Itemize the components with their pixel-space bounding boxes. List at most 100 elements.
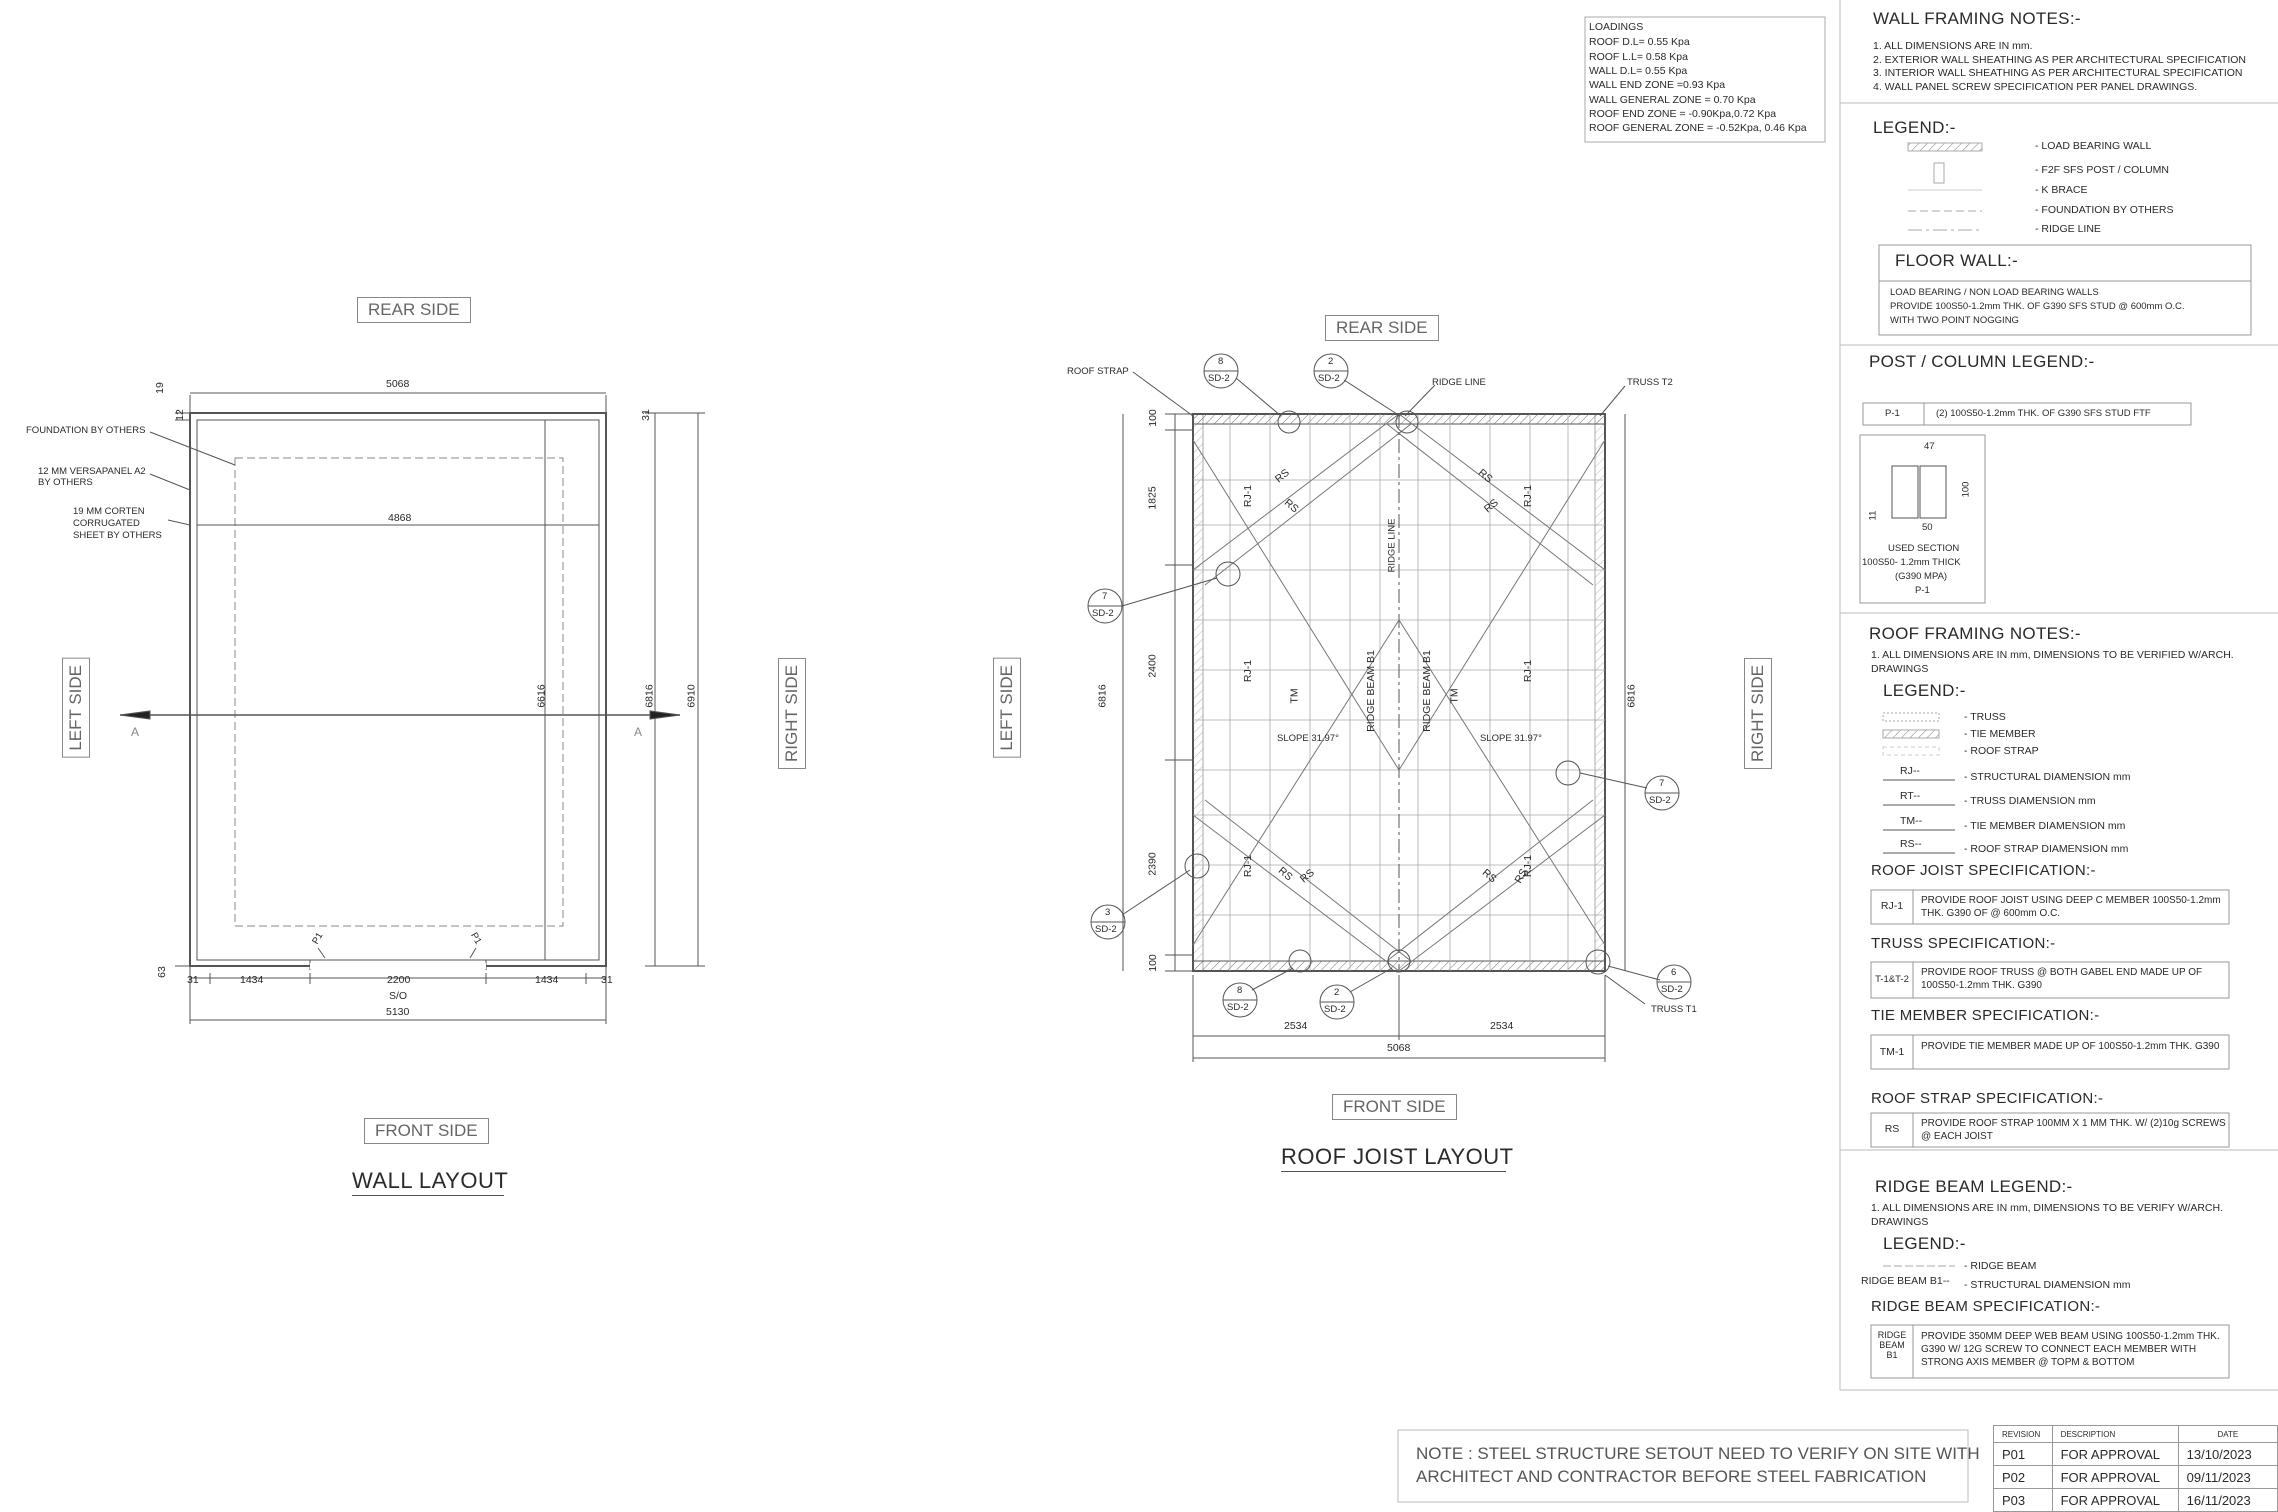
wall-dim-top: 5068 <box>386 378 410 390</box>
roof-dim-100-bottom: 100 <box>1146 954 1159 972</box>
ridge-beam-code-line: RIDGE <box>1877 1330 1907 1340</box>
wall-dim-31-right: 31 <box>639 409 652 421</box>
ridge-beam-code-line: B1 <box>1886 1350 1898 1360</box>
wall-dim-b31b: 31 <box>601 974 613 986</box>
ridge-beam-code-line: BEAM <box>1879 1340 1905 1350</box>
post-section-text: USED SECTION <box>1888 543 1960 554</box>
post-dim-50: 50 <box>1922 522 1933 533</box>
slope-left-label: SLOPE 31.97° <box>1277 733 1339 744</box>
section-mark-a-right: A <box>634 725 643 739</box>
roof-joist-spec-code: RJ-1 <box>1880 900 1904 912</box>
revision-date: 16/11/2023 <box>2177 1488 2278 1512</box>
revision-code: P01 <box>1993 1442 2053 1466</box>
loading-line: ROOF END ZONE = -0.90Kpa,0.72 Kpa <box>1589 108 1777 120</box>
roof-dim-2390: 2390 <box>1146 852 1159 876</box>
corten-note-1: 19 MM CORTEN <box>73 506 145 517</box>
ridge-legend-title: LEGEND:- <box>1883 1234 1966 1253</box>
foundation-note: FOUNDATION BY OTHERS <box>26 425 146 436</box>
roof-rear-side-label: REAR SIDE <box>1325 315 1439 341</box>
loading-line: ROOF L.L= 0.58 Kpa <box>1589 51 1688 63</box>
loading-line: ROOF GENERAL ZONE = -0.52Kpa, 0.46 Kpa <box>1589 122 1807 134</box>
dim-legend-text: - STRUCTURAL DIAMENSION mm <box>1964 771 2131 783</box>
roof-framing-note: DRAWINGS <box>1871 663 1929 675</box>
revision-table: REVISION DESCRIPTION DATE P01 FOR APPROV… <box>1993 1425 2278 1512</box>
wall-title-underline <box>352 1195 504 1196</box>
wall-right-side-label: RIGHT SIDE <box>778 658 806 769</box>
revision-header-row: REVISION DESCRIPTION DATE <box>1993 1425 2278 1443</box>
loading-line: WALL GENERAL ZONE = 0.70 Kpa <box>1589 94 1756 106</box>
wall-rear-side-label: REAR SIDE <box>357 297 471 323</box>
revision-date: 13/10/2023 <box>2177 1442 2278 1466</box>
roof-legend-item: - ROOF STRAP <box>1964 745 2039 757</box>
ridge-beam-b1-right-label: RIDGE BEAM B1 <box>1420 650 1433 732</box>
wall-dim-b31a: 31 <box>187 974 199 986</box>
roof-dim-5068: 5068 <box>1387 1042 1411 1054</box>
table-row: P01 FOR APPROVAL 13/10/2023 <box>1993 1442 2278 1466</box>
revision-desc: FOR APPROVAL <box>2051 1465 2179 1489</box>
roof-joist-spec-desc: PROVIDE ROOF JOIST USING DEEP C MEMBER 1… <box>1921 895 2221 919</box>
ridge-beam-note: 1. ALL DIMENSIONS ARE IN mm, DIMENSIONS … <box>1871 1202 2224 1214</box>
post-dim-100: 100 <box>1960 481 1972 498</box>
ridge-line-vertical-label: RIDGE LINE <box>1386 518 1398 573</box>
ridge-beam-b1-left-label: RIDGE BEAM B1 <box>1364 650 1377 732</box>
callout-ref: SD-2 <box>1318 373 1340 384</box>
callout-ref: SD-2 <box>1227 1002 1249 1013</box>
revision-header: DATE <box>2177 1425 2278 1443</box>
wall-dim-63: 63 <box>155 966 168 978</box>
revision-header: REVISION <box>1993 1425 2053 1443</box>
versapanel-note-1: 12 MM VERSAPANEL A2 <box>38 466 146 477</box>
roof-dim-2400: 2400 <box>1146 654 1159 678</box>
revision-code: P02 <box>1993 1465 2053 1489</box>
ridge-beam-spec-title: RIDGE BEAM SPECIFICATION:- <box>1871 1298 2101 1315</box>
roof-dim-2534-left: 2534 <box>1284 1020 1308 1032</box>
post-legend-title: POST / COLUMN LEGEND:- <box>1869 352 2095 371</box>
roof-strap-label: ROOF STRAP <box>1067 366 1129 377</box>
roof-dim-6816-left: 6816 <box>1096 684 1109 708</box>
post-code: P-1 <box>1885 408 1900 419</box>
wall-legend-title: LEGEND:- <box>1873 118 1956 137</box>
rj1-label: RJ-1 <box>1522 659 1535 683</box>
roof-strap-spec-code: RS <box>1884 1123 1900 1135</box>
wall-legend-item: - F2F SFS POST / COLUMN <box>2035 164 2169 176</box>
callout-num: 2 <box>1328 356 1334 367</box>
post-section-text: 100S50- 1.2mm THICK <box>1862 557 1961 568</box>
post-section-text: P-1 <box>1915 585 1930 596</box>
revision-desc: FOR APPROVAL <box>2051 1488 2179 1512</box>
section-mark-a-left: A <box>131 725 140 739</box>
wall-framing-notes-title: WALL FRAMING NOTES:- <box>1873 9 2081 28</box>
table-row: P02 FOR APPROVAL 09/11/2023 <box>1993 1465 2278 1489</box>
versapanel-note-2: BY OTHERS <box>38 477 93 488</box>
wall-dim-b1434b: 1434 <box>535 974 559 986</box>
wall-dim-12: 12 <box>173 409 186 421</box>
callout-ref: SD-2 <box>1649 795 1671 806</box>
roof-right-side-label: RIGHT SIDE <box>1744 658 1772 769</box>
rj1-label: RJ-1 <box>1242 659 1255 683</box>
callout-num: 3 <box>1105 907 1111 918</box>
tie-member-right-label: TM <box>1448 688 1461 704</box>
dim-legend-text: - ROOF STRAP DIAMENSION mm <box>1964 843 2129 855</box>
wall-legend-item: - RIDGE LINE <box>2035 223 2101 235</box>
wall-layout-title: WALL LAYOUT <box>352 1168 509 1193</box>
ridge-legend-item: - RIDGE BEAM <box>1964 1260 2037 1272</box>
wall-legend-item: - FOUNDATION BY OTHERS <box>2035 204 2174 216</box>
truss-spec-code: T-1&T-2 <box>1875 974 1909 985</box>
ridge-beam-note: DRAWINGS <box>1871 1216 1929 1228</box>
corten-note-3: SHEET BY OTHERS <box>73 530 162 541</box>
roof-joist-spec-title: ROOF JOIST SPECIFICATION:- <box>1871 862 2096 879</box>
wall-framing-note: 1. ALL DIMENSIONS ARE IN mm. <box>1873 40 2033 52</box>
wall-dim-so: S/O <box>389 990 408 1002</box>
callout-num: 7 <box>1102 591 1108 602</box>
revision-date: 09/11/2023 <box>2177 1465 2278 1489</box>
floor-wall-title: FLOOR WALL:- <box>1895 251 2018 270</box>
ridge-beam-spec-code: RIDGE BEAM B1 <box>1871 1330 1913 1360</box>
callout-num: 8 <box>1218 356 1224 367</box>
ridge-beam-legend-title: RIDGE BEAM LEGEND:- <box>1875 1177 2073 1196</box>
bottom-note-line1: NOTE : STEEL STRUCTURE SETOUT NEED TO VE… <box>1416 1444 1980 1463</box>
revision-code: P03 <box>1993 1488 2053 1512</box>
roof-front-side-label: FRONT SIDE <box>1332 1094 1457 1120</box>
truss-t2-label: TRUSS T2 <box>1627 377 1673 388</box>
roof-strap-spec-desc: PROVIDE ROOF STRAP 100MM X 1 MM THK. W/ … <box>1921 1118 2226 1142</box>
roof-dim-6816-right: 6816 <box>1625 684 1638 708</box>
tie-member-left-label: TM <box>1288 688 1301 704</box>
